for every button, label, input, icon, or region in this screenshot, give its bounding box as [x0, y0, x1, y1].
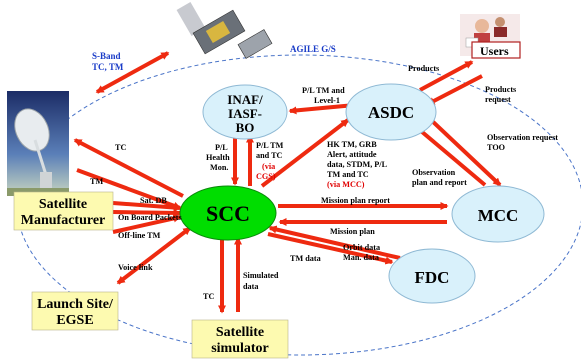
pl-level1-label-2: Level-1 — [314, 96, 340, 105]
scc-node: SCC — [179, 185, 277, 241]
simulated-label-1: Simulated — [243, 271, 279, 280]
products-label: Products — [408, 64, 439, 73]
manufacturer-line1: Satellite — [39, 197, 87, 212]
tc-sim-label: TC — [203, 292, 214, 301]
asdc-label: ASDC — [368, 103, 414, 122]
voice-link-label: Voice link — [118, 263, 153, 272]
pl-health-label-1: P/L — [215, 143, 228, 152]
simulator-box: Satellite simulator — [191, 319, 289, 359]
sband-label-2: TC, TM — [92, 62, 124, 72]
simulated-label-2: data — [243, 282, 258, 291]
agile-gs-label: AGILE G/S — [290, 44, 336, 54]
arrow-sat-db — [112, 201, 182, 212]
tm-left-label: TM — [90, 177, 103, 186]
arrow-orbit-data — [268, 225, 401, 260]
obs-plan-label-2: plan and report — [412, 178, 467, 187]
obs-request-label-1: Observation request — [487, 133, 558, 142]
pl-level1-label-1: P/L TM and — [302, 86, 345, 95]
inaf-line1: INAF/ — [227, 92, 263, 107]
products-request-label-2: request — [485, 95, 511, 104]
launch-site-box: Launch Site/ EGSE — [31, 291, 119, 331]
mcc-node: MCC — [451, 185, 545, 243]
hk-tm-label-1: HK TM, GRB — [327, 140, 377, 149]
arrow-voice-link — [116, 226, 192, 285]
tc-top-label: TC — [115, 143, 126, 152]
pl-health-label-3: Mon. — [210, 163, 228, 172]
fdc-label: FDC — [415, 268, 450, 287]
launch-site-line1: Launch Site/ — [37, 297, 114, 312]
on-board-label: On Board Packets — [118, 213, 182, 222]
tm-data-label: TM data — [290, 254, 321, 263]
arrow-tm-left — [76, 168, 182, 210]
mission-plan-label: Mission plan — [330, 227, 375, 236]
users-label: Users — [480, 44, 509, 58]
arrow-tm-data — [267, 232, 394, 265]
via-mcc-label: (via MCC) — [327, 180, 365, 189]
obs-request-label-2: TOO — [487, 143, 505, 152]
arrow-tc-top — [73, 138, 184, 198]
arrow-products — [419, 60, 474, 92]
arrow-obs-plan — [413, 124, 487, 187]
arrow-scc-asdc — [260, 118, 350, 188]
manufacturer-box: Satellite Manufacturer — [13, 191, 114, 231]
arrow-products-request — [426, 74, 483, 106]
arrow-on-board — [112, 208, 182, 217]
users-icon: Users — [460, 14, 521, 59]
inaf-line2: IASF- — [228, 106, 262, 121]
scc-label: SCC — [206, 201, 250, 226]
arrow-sband — [95, 51, 170, 94]
hk-tm-label-3: data, STDM, P/L — [327, 160, 388, 169]
arrow-obs-request — [428, 117, 502, 187]
inaf-node: INAF/ IASF- BO — [202, 84, 288, 140]
simulator-line1: Satellite — [216, 325, 264, 340]
satellite-icon — [176, 2, 273, 59]
products-request-label-1: Products — [485, 85, 516, 94]
simulator-line2: simulator — [211, 341, 269, 356]
arrows — [73, 51, 502, 314]
mission-plan-report-label: Mission plan report — [321, 196, 390, 205]
pl-health-label-2: Health — [206, 153, 230, 162]
hk-tm-label-4: TM and TC — [327, 170, 369, 179]
mcc-label: MCC — [478, 206, 519, 225]
hk-tm-label-2: Alert, attitude — [327, 150, 377, 159]
arrow-asdc-inaf — [288, 103, 356, 115]
asdc-node: ASDC — [345, 83, 437, 141]
via-cgs-label-2: CGS) — [256, 172, 276, 181]
sband-label-1: S-Band — [92, 51, 121, 61]
manufacturer-line2: Manufacturer — [21, 213, 106, 228]
via-cgs-label-1: (via — [262, 162, 275, 171]
pl-tmtc-label-1: P/L TM — [256, 141, 284, 150]
launch-site-line2: EGSE — [56, 313, 93, 328]
fdc-node: FDC — [388, 248, 476, 304]
ground-antenna-icon — [7, 91, 69, 196]
sat-db-label: Sat. DB — [140, 196, 167, 205]
orbit-data-label-1: Orbit data — [343, 243, 380, 252]
obs-plan-label-1: Observation — [412, 168, 456, 177]
pl-tmtc-label-2: and TC — [256, 151, 283, 160]
inaf-line3: BO — [236, 120, 255, 135]
offline-tm-label: Off-line TM — [118, 231, 161, 240]
orbit-data-label-2: Man. data — [343, 253, 379, 262]
